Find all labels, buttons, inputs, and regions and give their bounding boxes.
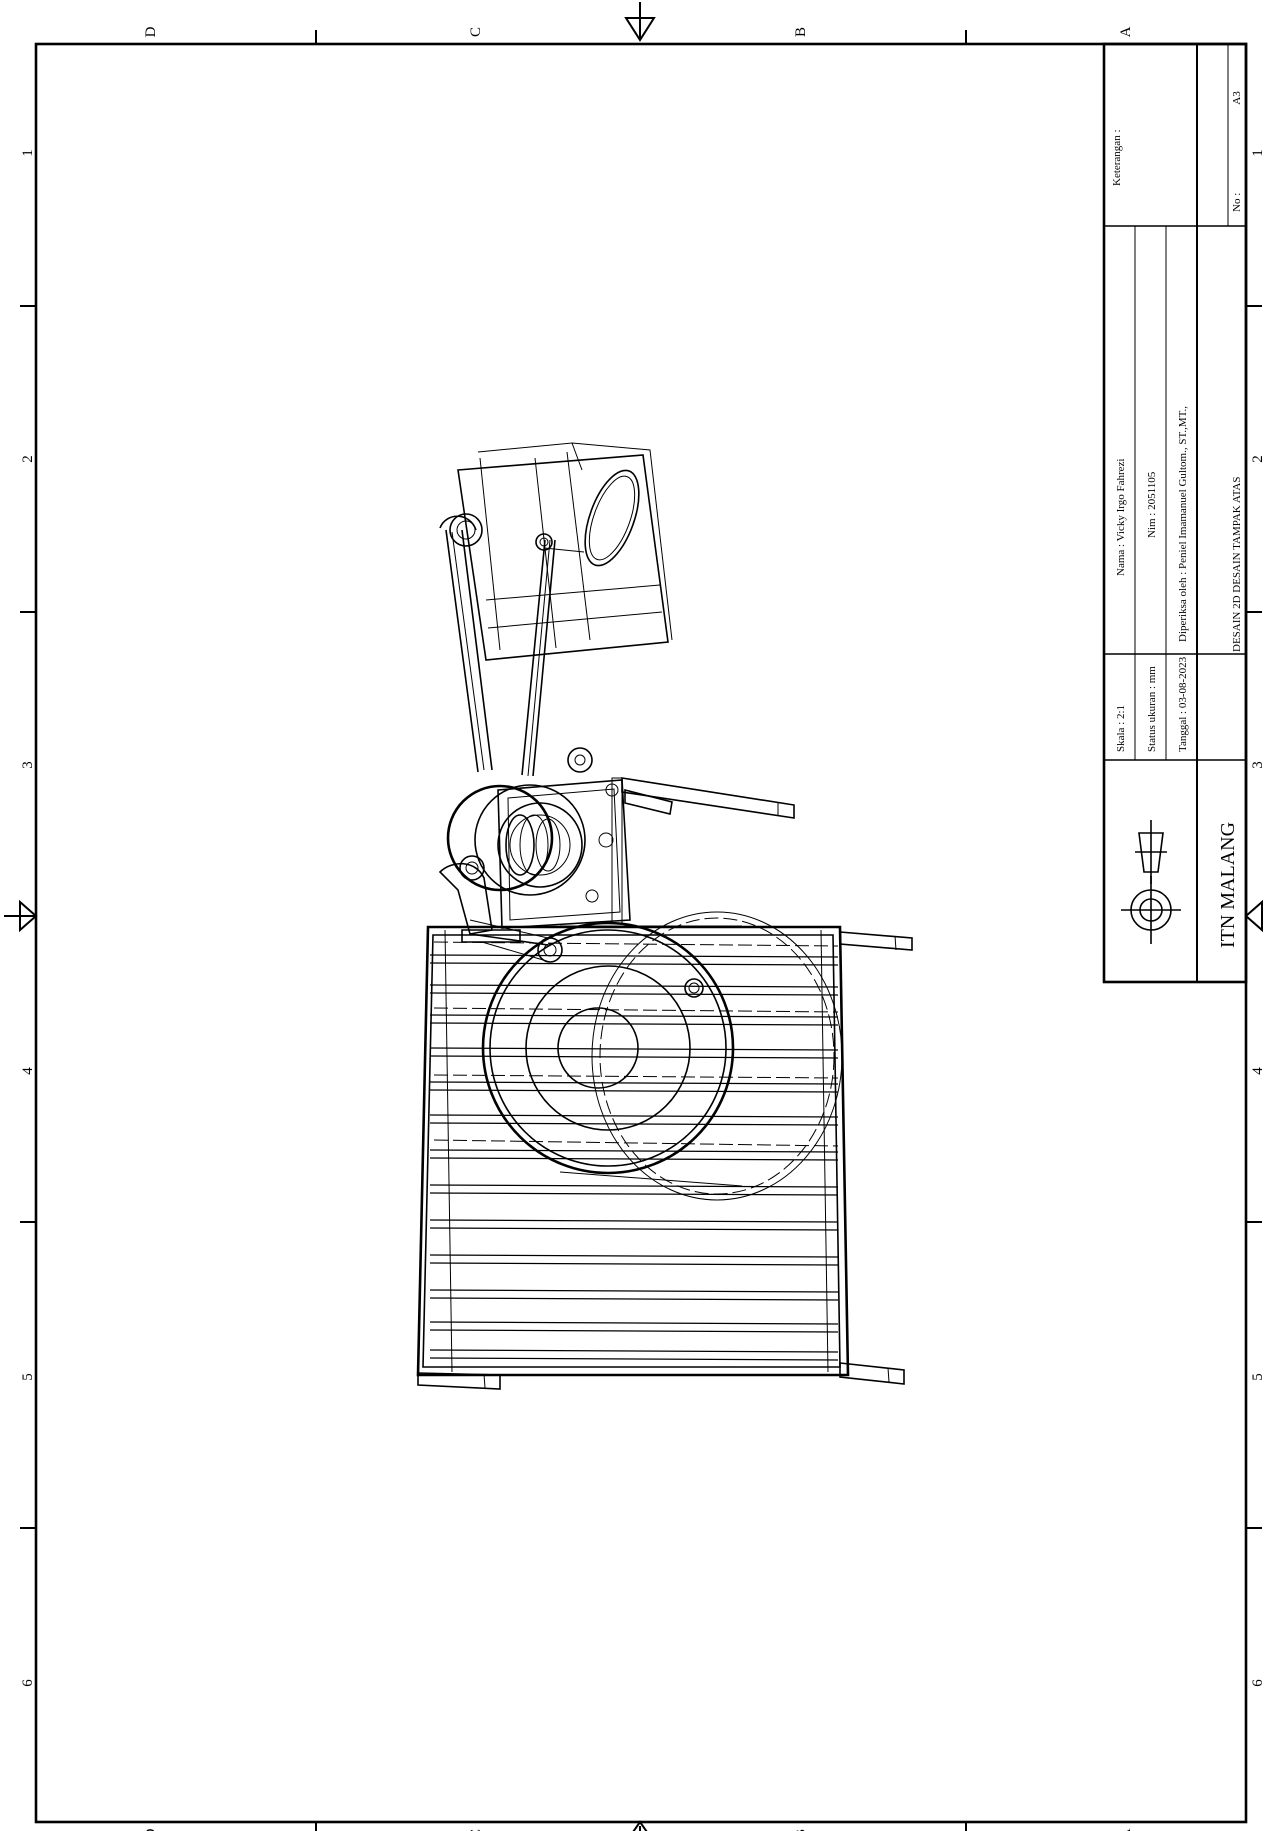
frame-slat-edge [429,1297,839,1301]
drum-assembly [481,911,843,1201]
zone-number-left-3: 3 [20,761,36,769]
frame-slat [429,1289,839,1293]
machine-top-view [416,442,913,1390]
zone-number-left-6: 6 [20,1679,36,1687]
frame-slat [429,1149,839,1153]
hidden-lines [433,941,839,1147]
zone-number-left-1: 1 [20,149,36,157]
zone-letter-bottom-d: D [143,1828,159,1831]
frame-slat [429,1349,839,1353]
zone-letter-bottom-a: A [1118,1828,1134,1831]
drawing-title: DESAIN 2D DESAIN TAMPAK ATAS [1231,477,1243,652]
skala-field: Skala : 2:1 [1115,705,1127,752]
status-ukuran-field: Status ukuran : mm [1146,666,1158,752]
hidden-line [433,1139,839,1147]
zone-letter-top-c: C [468,27,484,37]
zone-letter-top-b: B [793,27,809,37]
frame-slat [429,954,839,958]
frame-slat-edge [429,1192,839,1196]
upper-box [457,442,673,661]
diperiksa-field: Diperiksa oleh : Peniel Imamanuel Gultom… [1177,406,1189,642]
tanggal-field: Tanggal : 03-08-2023 [1177,656,1189,752]
zone-number-right-5: 5 [1250,1373,1266,1381]
frame-slat-edge [429,1122,839,1126]
institution-name: ITN MALANG [1217,822,1239,948]
zone-number-right-1: 1 [1250,149,1266,157]
no-label: No : [1231,193,1243,212]
frame-slat [429,1184,839,1188]
drawing-frame [34,42,1248,1824]
zone-number-right-4: 4 [1250,1067,1266,1075]
frame-slat [429,984,839,988]
frame-slat-edge [429,962,839,966]
gearbox-housing [446,747,795,929]
zone-number-left-2: 2 [20,455,36,463]
frame-slat [429,1114,839,1118]
centering-mark-left [4,899,38,933]
projection-symbol-icon [1121,820,1181,944]
zone-number-right-3: 3 [1250,761,1266,769]
frame-slat-edge [429,1055,839,1059]
crank-arm [438,855,563,963]
frame-slat-edge [429,1329,839,1333]
hidden-line [433,1074,839,1079]
hidden-line [433,941,839,947]
zone-letter-bottom-c: C [468,1829,484,1831]
centering-mark-top [624,2,656,42]
zone-number-left-4: 4 [20,1067,36,1075]
zone-number-right-6: 6 [1250,1679,1266,1687]
frame-slat-edge [429,1157,839,1161]
frame-slat [429,1047,839,1051]
zone-ticks [20,30,1262,1831]
sheet-size-label: A3 [1231,91,1243,105]
frame-slat [429,1081,839,1085]
zone-letter-bottom-b: B [793,1829,809,1831]
frame-slat [429,1219,839,1223]
title-block: A3 No : Keterangan : Nama : Vicky Irgo F… [1102,42,1248,984]
centering-mark-bottom [632,1820,648,1831]
frame-slat [429,1254,839,1258]
frame-slat-edge [429,1227,839,1231]
zone-letter-top-a: A [1118,26,1134,37]
frame-slat-edge [429,1022,839,1026]
frame-slat-edge [429,1262,839,1266]
hidden-line [433,1007,839,1013]
zone-letter-top-d: D [143,26,159,37]
frame-slat-edge [429,992,839,996]
centering-mark-right [1244,899,1263,933]
nim-field: Nim : 2051105 [1146,471,1158,538]
frame-slat-edge [429,1357,839,1361]
frame-slat [429,1321,839,1325]
connecting-rods [439,513,585,777]
frame-slat [429,1014,839,1018]
nama-field: Nama : Vicky Irgo Fahrezi [1115,459,1127,576]
keterangan-label: Keterangan : [1111,130,1123,187]
zone-number-left-5: 5 [20,1373,36,1381]
zone-number-right-2: 2 [1250,455,1266,463]
